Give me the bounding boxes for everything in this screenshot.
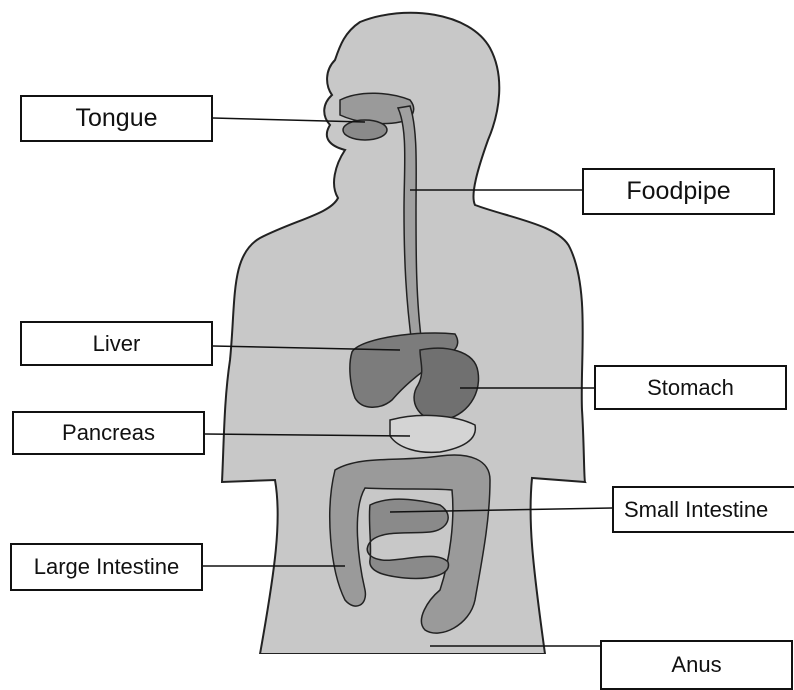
label-tongue-text: Tongue — [75, 104, 157, 133]
label-tongue: Tongue — [20, 95, 213, 142]
label-stomach: Stomach — [594, 365, 787, 410]
label-pancreas-text: Pancreas — [62, 420, 155, 446]
label-large-intestine-text: Large Intestine — [34, 554, 180, 580]
label-foodpipe: Foodpipe — [582, 168, 775, 215]
label-small-intestine: Small Intestine — [612, 486, 794, 533]
tongue-organ — [343, 120, 387, 140]
digestive-system-diagram: Tongue Foodpipe Liver Stomach Pancreas S… — [0, 0, 794, 654]
label-foodpipe-text: Foodpipe — [626, 177, 730, 206]
label-pancreas: Pancreas — [12, 411, 205, 455]
label-small-intestine-text: Small Intestine — [624, 497, 768, 523]
label-anus: Anus — [600, 640, 793, 690]
label-liver-text: Liver — [93, 331, 141, 357]
label-large-intestine: Large Intestine — [10, 543, 203, 591]
label-stomach-text: Stomach — [647, 375, 734, 401]
label-liver: Liver — [20, 321, 213, 366]
label-anus-text: Anus — [671, 652, 721, 678]
